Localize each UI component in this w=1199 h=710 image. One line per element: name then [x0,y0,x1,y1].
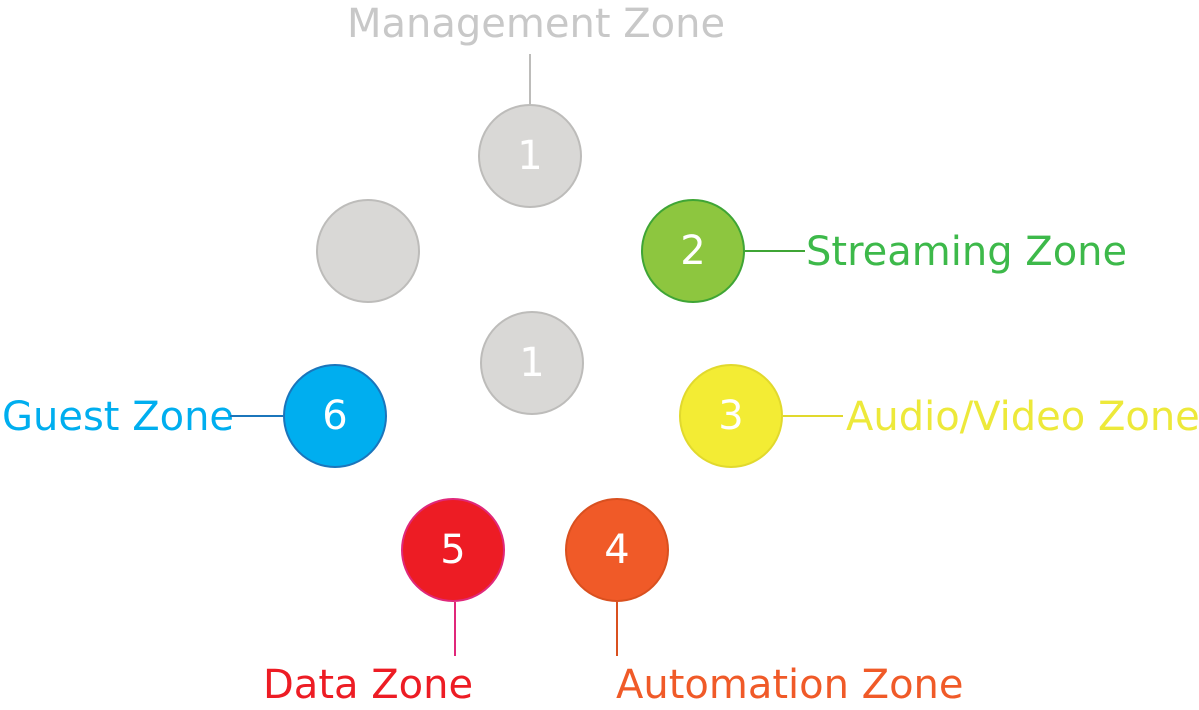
unlabeled-zone-circle [316,199,420,303]
streaming-zone-label: Streaming Zone [806,229,1128,275]
management-zone-label: Management Zone [347,1,726,47]
streaming-zone-circle: 2 [641,199,745,303]
audio-video-zone-connector [783,415,843,417]
audio-video-zone-label: Audio/Video Zone [846,394,1199,440]
data-zone-connector [454,602,456,656]
data-zone-circle: 5 [401,498,505,602]
automation-zone-label: Automation Zone [616,662,964,708]
center-zone-circle: 1 [480,311,584,415]
automation-zone-connector [616,602,618,656]
data-zone-label: Data Zone [263,662,474,708]
guest-zone-connector [230,415,283,417]
guest-zone-label: Guest Zone [2,394,235,440]
streaming-zone-connector [745,250,805,252]
automation-zone-circle: 4 [565,498,669,602]
management-zone-connector [529,54,531,104]
management-zone-circle: 1 [478,104,582,208]
guest-zone-circle: 6 [283,364,387,468]
audio-video-zone-circle: 3 [679,364,783,468]
